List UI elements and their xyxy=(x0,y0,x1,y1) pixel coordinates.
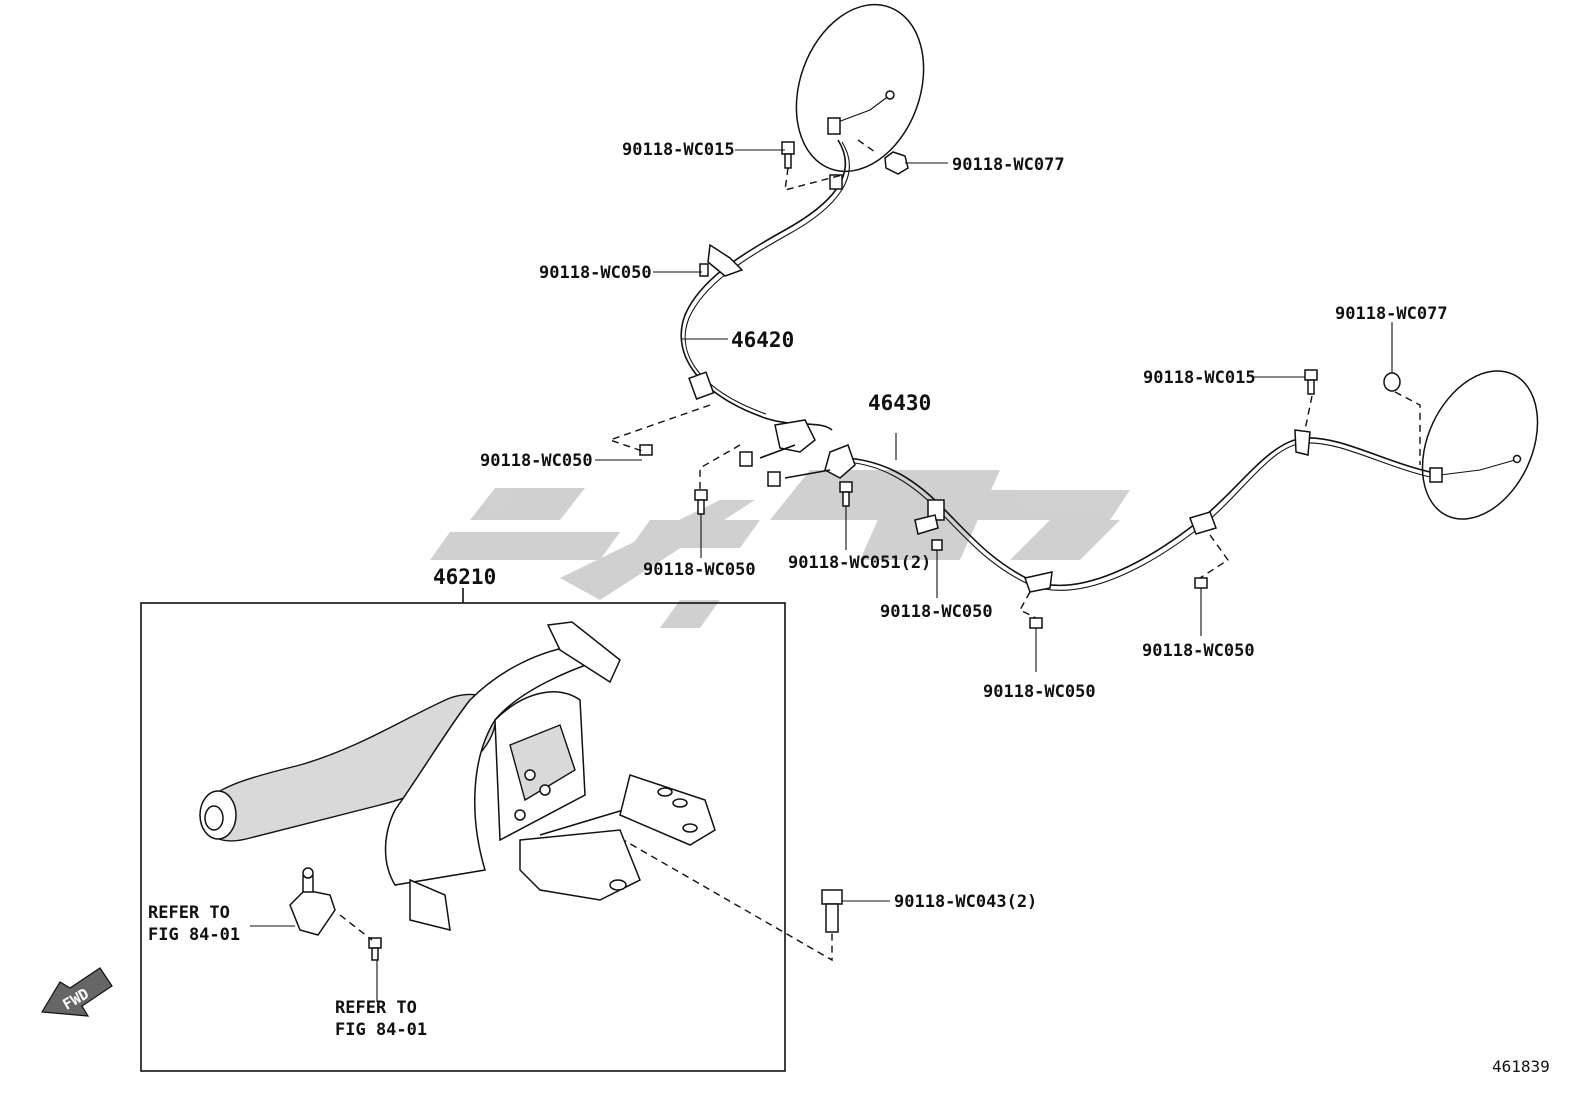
label-90118-wc050-f: 90118-WC050 xyxy=(1142,641,1255,661)
label-90118-wc015-top: 90118-WC015 xyxy=(622,140,735,160)
assembly-lines xyxy=(339,139,1421,962)
brake-plate-lh xyxy=(1421,370,1539,520)
label-90118-wc050-c: 90118-WC050 xyxy=(643,560,756,580)
fwd-arrow-icon: FWD xyxy=(40,967,113,1017)
refer-a-line2: FIG 84-01 xyxy=(148,925,240,945)
part-labels: 90118-WC015 90118-WC077 90118-WC050 4642… xyxy=(148,140,1550,1076)
figure-number: 461839 xyxy=(1492,1057,1550,1076)
label-46210: 46210 xyxy=(433,565,496,589)
refer-a-line1: REFER TO xyxy=(148,903,230,923)
refer-b-line2: FIG 84-01 xyxy=(335,1020,427,1040)
label-90118-wc077-top: 90118-WC077 xyxy=(952,155,1065,175)
cable-46420 xyxy=(680,139,850,467)
label-90118-wc050-b: 90118-WC050 xyxy=(480,451,593,471)
lever-assembly-box xyxy=(140,588,786,1072)
brake-plate-rh xyxy=(795,3,925,173)
label-90118-wc015-right: 90118-WC015 xyxy=(1143,368,1256,388)
watermark-logo xyxy=(430,470,1130,628)
label-90118-wc077-right: 90118-WC077 xyxy=(1335,304,1448,324)
label-90118-wc043: 90118-WC043(2) xyxy=(894,892,1037,912)
leader-lines xyxy=(250,149,1393,1002)
refer-b-line1: REFER TO xyxy=(335,998,417,1018)
cable-46430 xyxy=(767,429,1431,593)
label-90118-wc050-d: 90118-WC050 xyxy=(880,602,993,622)
label-90118-wc050-a: 90118-WC050 xyxy=(539,263,652,283)
label-90118-wc050-e: 90118-WC050 xyxy=(983,682,1096,702)
label-90118-wc051: 90118-WC051(2) xyxy=(788,553,931,573)
label-46430: 46430 xyxy=(868,391,931,415)
label-46420: 46420 xyxy=(731,328,794,352)
